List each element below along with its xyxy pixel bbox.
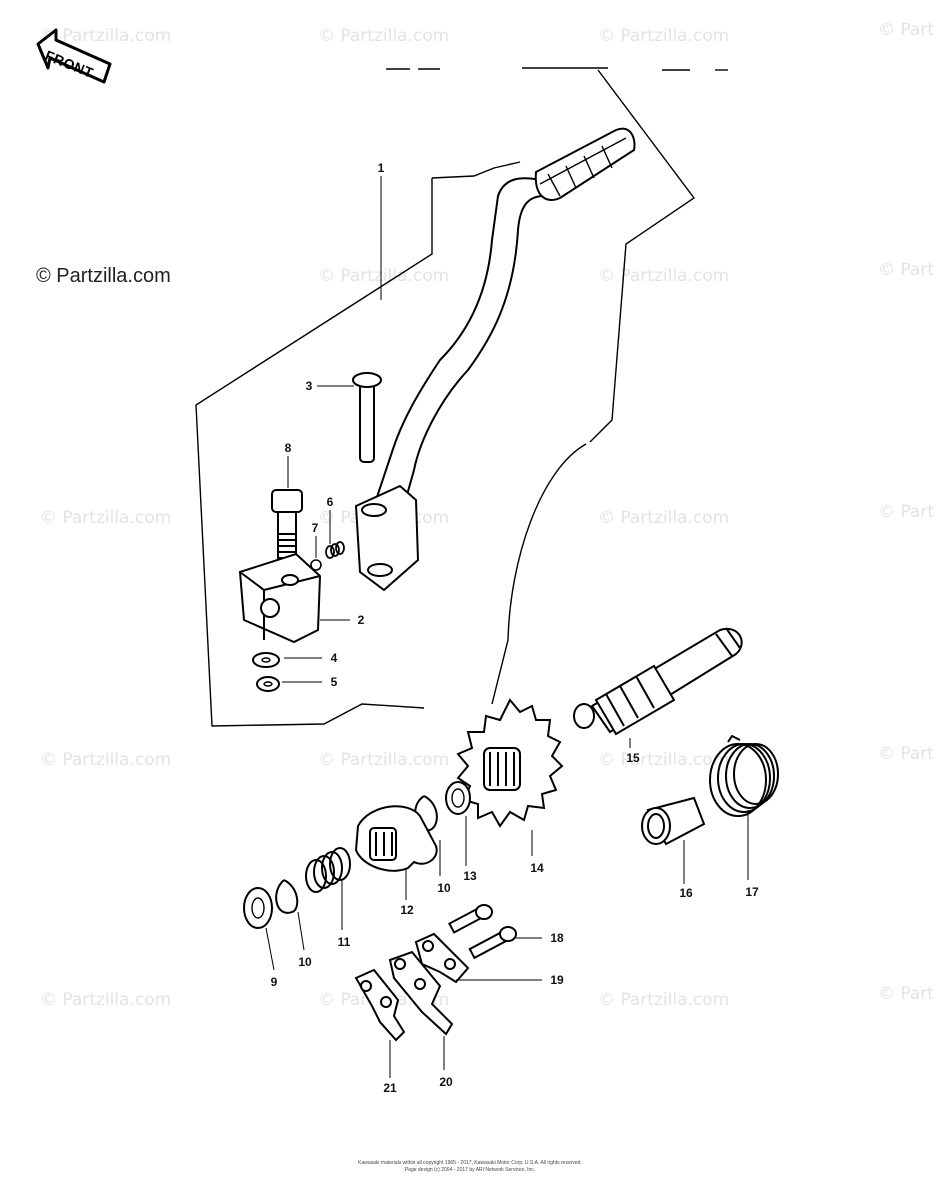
watermark: © Partzilla.com [598,990,730,1010]
circlip [275,879,299,914]
watermark: © Part [878,502,934,522]
footer-page-design: Page design (c) 2004 - 2017 by ARI Netwo… [404,1167,536,1173]
group-outline [195,67,728,727]
callout-4: 4 [330,651,338,665]
callout-15: 15 [626,751,640,765]
callout-1: 1 [377,161,385,175]
callout-16: 16 [679,886,693,900]
kick-clamp-block [238,552,322,644]
watermark: © Partzilla.com [318,26,450,46]
kick-ratchet [354,805,438,872]
watermark: © Partzilla.com [40,26,172,46]
callout-2: 2 [357,613,365,627]
watermark-primary: © Partzilla.com [36,265,171,287]
watermark: © Partzilla.com [40,990,172,1010]
watermark: © Part [878,20,934,40]
callout-10-upper: 10 [437,881,451,895]
watermark: © Part [878,744,934,764]
callout-17: 17 [745,885,759,899]
leader-lines [265,176,749,1078]
watermark: © Part [878,260,934,280]
callout-6: 6 [326,495,334,509]
ratchet-stopper-plate [388,950,454,1036]
watermark: © Partzilla.com [598,266,730,286]
watermark: © Partzilla.com [40,750,172,770]
kick-shaft [573,627,743,736]
spring-collar [641,796,706,846]
footer-copyright: Kawasaki materials within all copyright … [358,1160,582,1166]
detent-ball [310,559,322,571]
pivot-pin [352,372,382,463]
callout-14: 14 [530,861,544,875]
watermark: © Partzilla.com [318,266,450,286]
callout-21: 21 [383,1081,397,1095]
watermark: © Partzilla.com [598,508,730,528]
front-arrow-icon [36,28,112,84]
callout-7: 7 [311,521,319,535]
callout-3: 3 [305,379,313,393]
callout-10-lower: 10 [298,955,312,969]
callout-13: 13 [463,869,477,883]
callout-12: 12 [400,903,414,917]
callout-18: 18 [550,931,564,945]
kick-pedal-arm [354,127,636,592]
detent-spring [325,541,345,559]
watermark: © Partzilla.com [40,508,172,528]
kick-gear [456,698,564,828]
clamp-bolt [271,489,303,559]
callout-9: 9 [270,975,278,989]
watermark: © Part [878,984,934,1004]
stopper-plate [354,968,406,1042]
ratchet-spring [305,847,351,893]
callout-5: 5 [330,675,338,689]
callout-20: 20 [439,1075,453,1089]
watermark: © Partzilla.com [318,750,450,770]
watermark: © Partzilla.com [598,26,730,46]
guide-bolt [448,904,517,960]
callout-19: 19 [550,973,564,987]
kick-return-spring [709,734,779,817]
watermark: © Partzilla.com [598,750,730,770]
callout-11: 11 [337,935,351,949]
callout-8: 8 [284,441,292,455]
